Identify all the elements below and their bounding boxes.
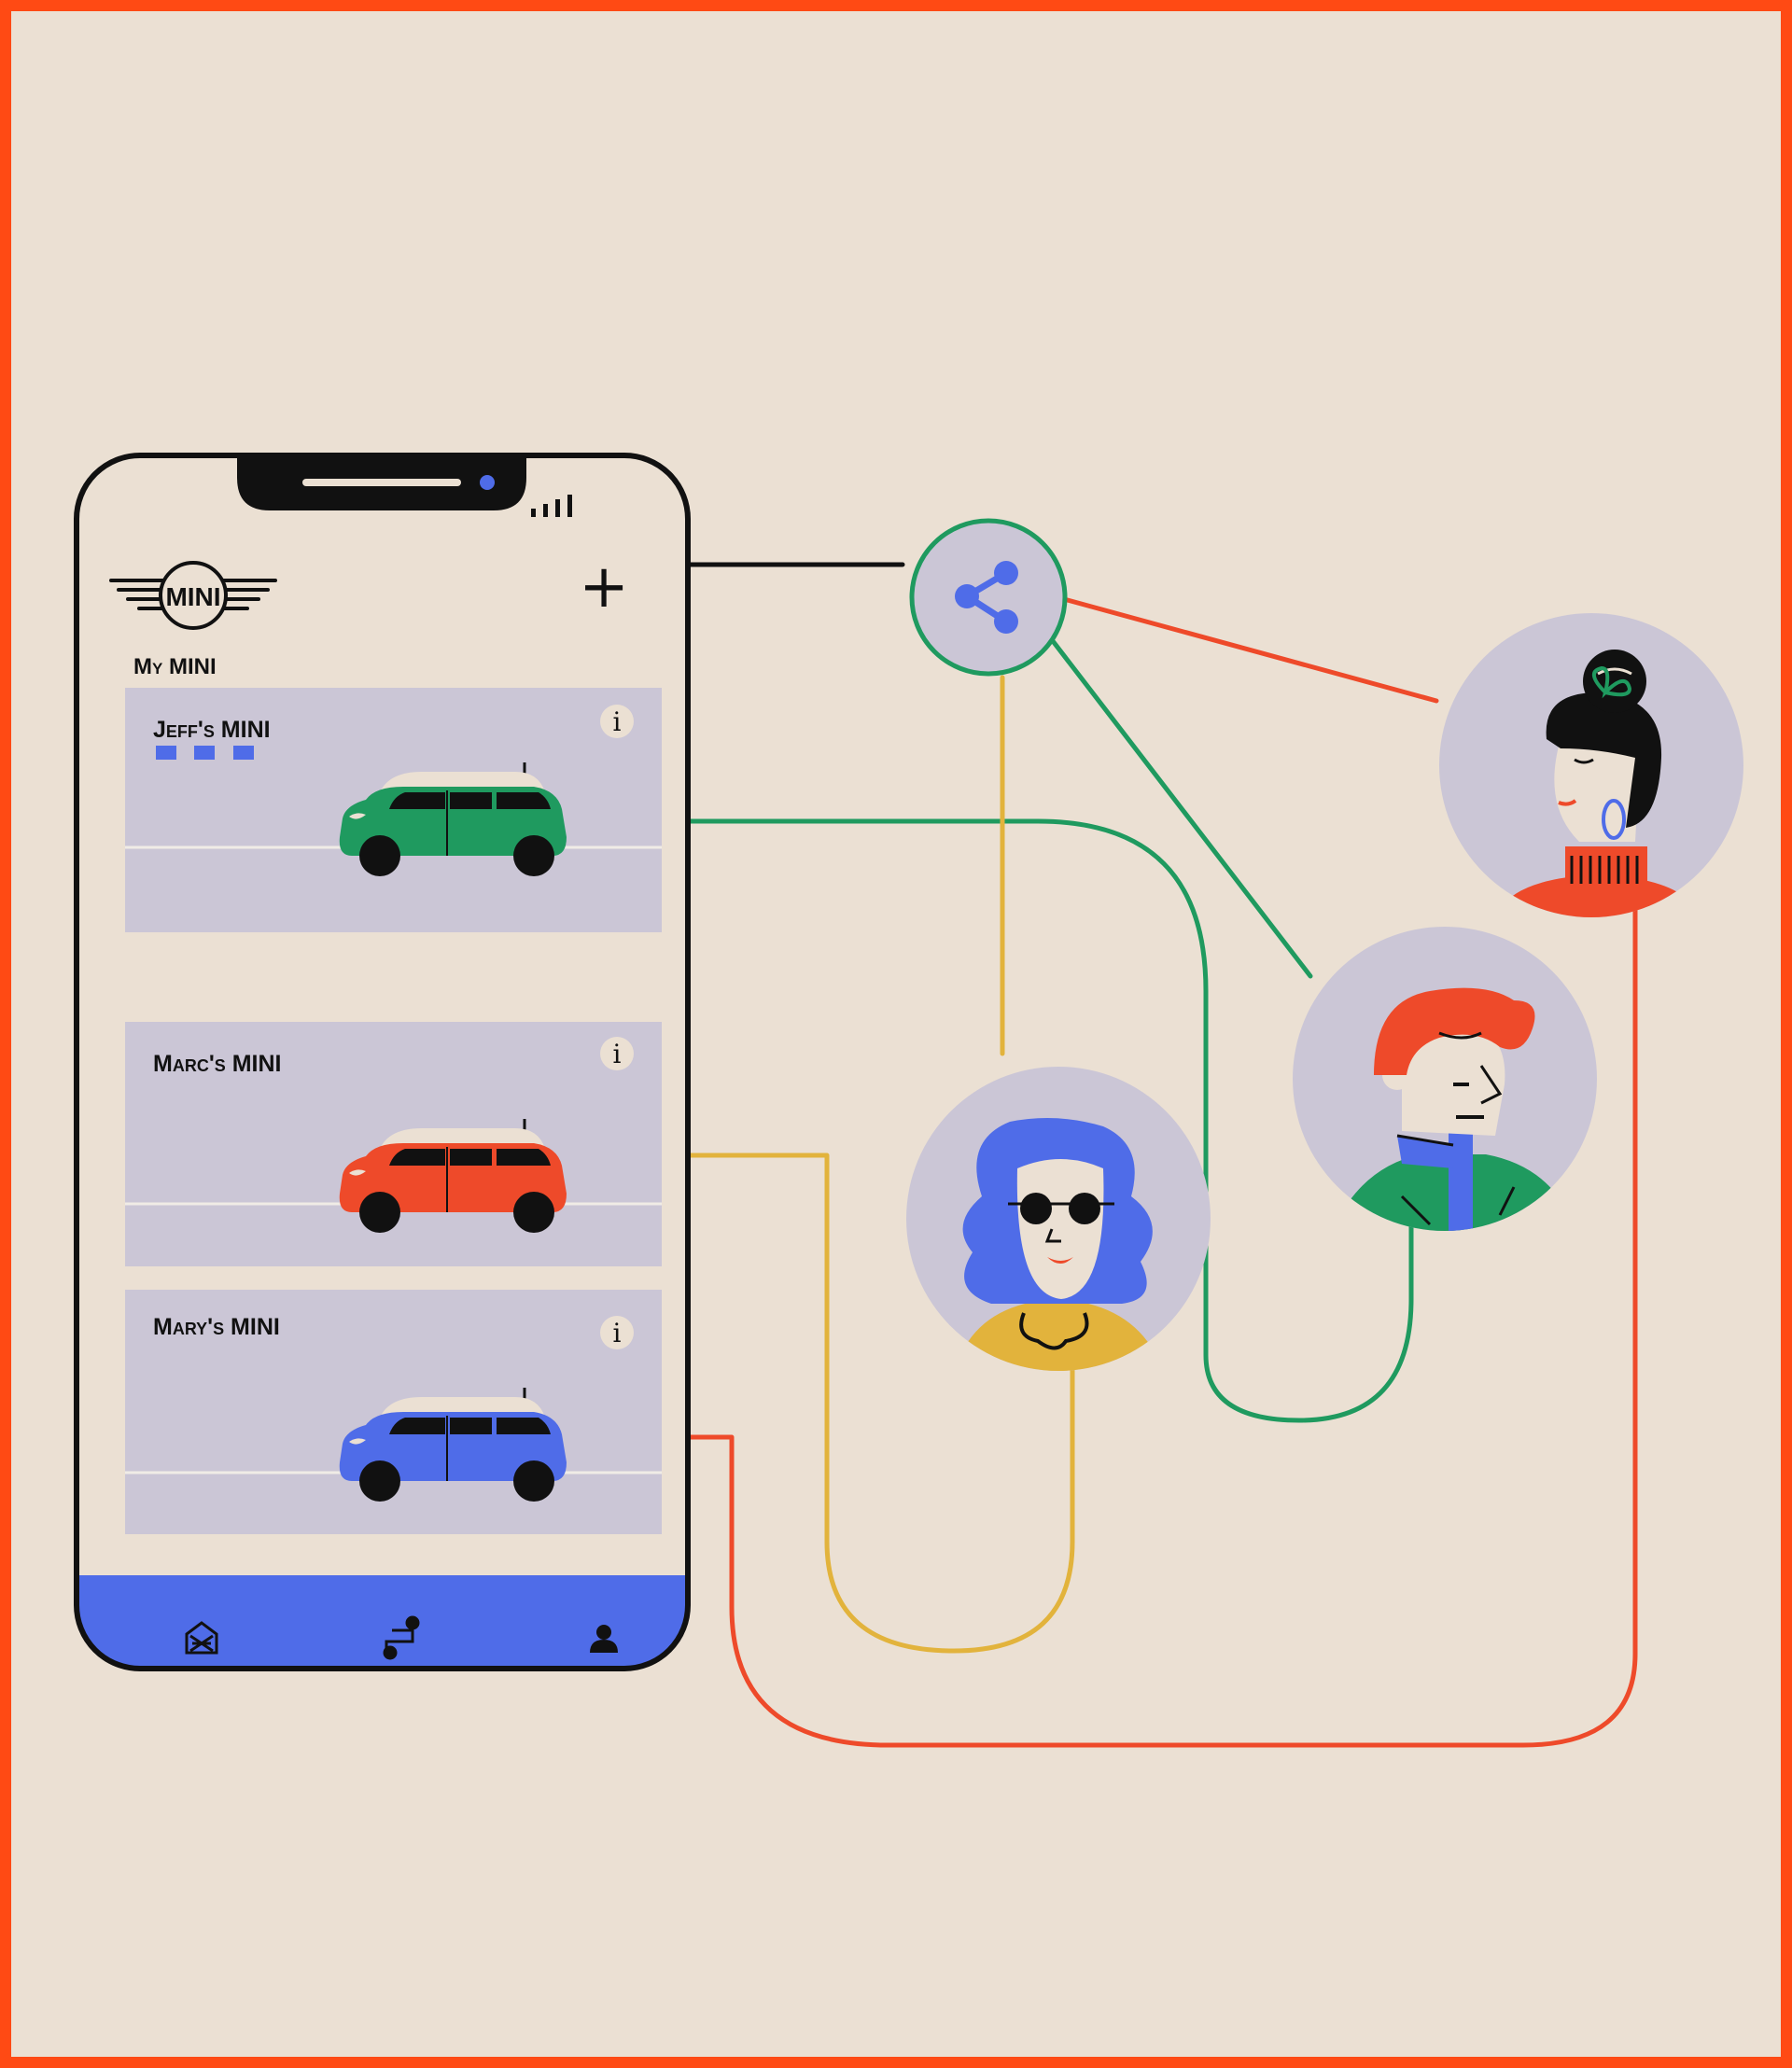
car-wheel-front [359, 1192, 400, 1233]
car-illustration [339, 1119, 567, 1233]
section-title: My MINI [133, 654, 217, 679]
car-card-mary[interactable]: Mary's MINI i [125, 1290, 662, 1534]
car-window-middle [450, 1418, 492, 1434]
woman-blue-hair-avatar-icon[interactable] [906, 1067, 1211, 1374]
illustration: MINI + My MINI Jeff's MINI i Marc's MINI [74, 453, 1743, 1748]
phone-outline [74, 453, 691, 1671]
man-red-hair-avatar-icon[interactable] [1293, 927, 1597, 1243]
car-wheel-rear [513, 1460, 554, 1502]
phone-mockup: MINI + My MINI Jeff's MINI i Marc's MINI [74, 453, 691, 1671]
marc-yellow-line [680, 1153, 1075, 1654]
share-hub[interactable] [909, 518, 1068, 677]
car-card-jeff[interactable]: Jeff's MINI i [125, 688, 662, 932]
car-window-front [389, 792, 445, 809]
car-card-label: Jeff's MINI [153, 717, 271, 743]
tab-bar [77, 1575, 688, 1669]
car-card-label: Mary's MINI [153, 1314, 280, 1340]
info-button[interactable] [600, 705, 634, 738]
car-window-middle [450, 1149, 492, 1166]
info-icon: i [613, 706, 622, 737]
share-icon [955, 561, 1018, 634]
car-headlight [349, 1438, 366, 1445]
illustration-canvas: MINI + My MINI Jeff's MINI i Marc's MINI [11, 11, 1781, 2057]
car-card-label: Marc's MINI [153, 1051, 282, 1077]
car-window-front [389, 1149, 445, 1166]
car-illustration [339, 1388, 567, 1502]
front-camera [480, 475, 495, 490]
status-indicator [156, 746, 254, 760]
car-home-icon[interactable] [185, 1621, 218, 1655]
speaker-grille [302, 479, 461, 486]
hub-to-woman-bun-line [1051, 594, 1439, 704]
info-icon: i [613, 1318, 622, 1348]
car-card-marc[interactable]: Marc's MINI i [125, 1022, 662, 1266]
mini-logo: MINI [109, 561, 277, 630]
woman-bun-avatar-icon[interactable] [1439, 613, 1743, 921]
car-wheel-front [359, 835, 400, 876]
car-window-middle [450, 792, 492, 809]
info-button[interactable] [600, 1037, 634, 1070]
car-wheel-rear [513, 835, 554, 876]
car-window-rear [497, 1149, 551, 1166]
hub-to-man-line [1038, 622, 1313, 979]
info-button[interactable] [600, 1316, 634, 1349]
mary-red-line [680, 895, 1638, 1748]
car-wheel-front [359, 1460, 400, 1502]
car-headlight [349, 813, 366, 819]
car-illustration [339, 762, 567, 876]
profile-icon[interactable] [590, 1625, 618, 1653]
signal-icon [531, 495, 572, 517]
info-icon: i [613, 1039, 622, 1069]
add-car-button[interactable]: + [579, 552, 629, 622]
jeff-green-line [680, 818, 1414, 1423]
car-headlight [349, 1169, 366, 1176]
route-map-icon[interactable] [383, 1615, 420, 1660]
car-window-rear [497, 1418, 551, 1434]
share-hub-circle [909, 518, 1068, 677]
car-wheel-rear [513, 1192, 554, 1233]
mini-logo-text: MINI [165, 582, 220, 611]
connection-lines [680, 562, 1638, 1748]
car-window-rear [497, 792, 551, 809]
car-window-front [389, 1418, 445, 1434]
